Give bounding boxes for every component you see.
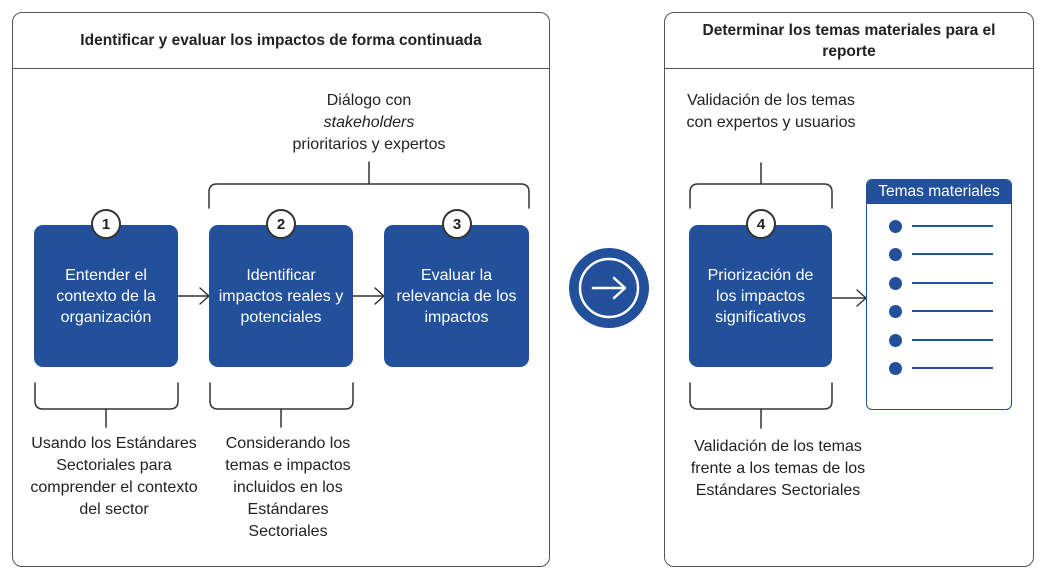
temas-list-item: [889, 333, 993, 347]
bracket-step1: [34, 382, 179, 410]
step-2-box: Identificar impactos reales y potenciale…: [209, 225, 353, 367]
step-4-box: Priorización de los impactos significati…: [689, 225, 832, 367]
bracket-right-bottom: [689, 382, 833, 410]
step-2-label: Identificar impactos reales y potenciale…: [218, 266, 344, 326]
note-step-2: Considerando los temas e impactos inclui…: [225, 435, 351, 540]
left-panel-title: Identificar y evaluar los impactos de fo…: [13, 13, 549, 69]
step-3-label: Evaluar la relevancia de los impactos: [396, 266, 517, 326]
right-panel-title: Determinar los temas materiales para el …: [665, 13, 1033, 69]
temas-list-item: [889, 361, 993, 375]
temas-list-item: [889, 276, 993, 290]
bracket-right-top: [689, 183, 833, 209]
dialog-note: Diálogo con stakeholders prioritarios y …: [292, 92, 446, 153]
temas-list-item: [889, 219, 993, 233]
temas-list-item: [889, 247, 993, 261]
arrow-right-circle-icon: [569, 248, 649, 328]
right-top-note: Validación de los temas con expertos y u…: [686, 92, 856, 131]
step-1-box: Entender el contexto de la organización: [34, 225, 178, 367]
temas-materiales-card: Temas materiales: [866, 179, 1012, 410]
note-step-1: Usando los Estándares Sectoriales para c…: [30, 435, 198, 518]
right-bottom-note: Validación de los temas frente a los tem…: [690, 438, 866, 499]
step-4-number: 4: [746, 209, 776, 239]
temas-list-item: [889, 304, 993, 318]
step-2-number: 2: [266, 209, 296, 239]
step-4-label: Priorización de los impactos significati…: [707, 266, 814, 326]
step-3-number: 3: [442, 209, 472, 239]
step-1-label: Entender el contexto de la organización: [56, 266, 156, 326]
bracket-step2: [209, 382, 354, 410]
step-3-box: Evaluar la relevancia de los impactos: [384, 225, 529, 367]
temas-materiales-title: Temas materiales: [867, 180, 1011, 204]
bracket-dialog: [208, 183, 530, 209]
step-1-number: 1: [91, 209, 121, 239]
